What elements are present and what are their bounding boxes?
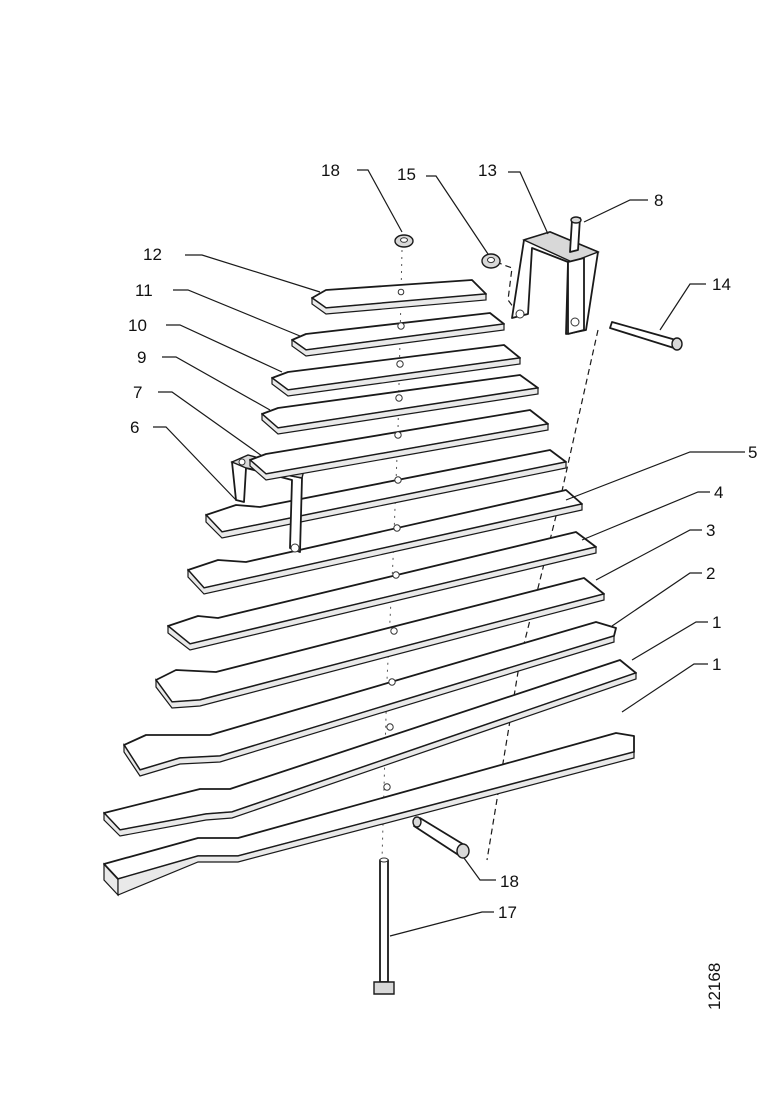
bushing-18 (412, 816, 470, 859)
shackle-nut-assembly-line (495, 261, 521, 317)
shackle-bolt-8 (569, 216, 582, 253)
leader-lines (153, 169, 745, 937)
callout-9: 9 (137, 348, 146, 367)
leaf-4 (167, 531, 597, 651)
leaf-7 (249, 409, 549, 484)
callout-4: 4 (714, 483, 723, 502)
center-bolt-17 (373, 857, 395, 995)
center-nut-18 (394, 234, 414, 248)
callout-18-top: 18 (321, 161, 340, 180)
leaf-10 (271, 344, 521, 402)
leaf-5 (187, 489, 583, 595)
callout-10: 10 (128, 316, 147, 335)
callout-14: 14 (712, 275, 731, 294)
leaf-1-bottom (103, 732, 635, 897)
leaf-2 (123, 621, 617, 777)
shackle-bolt-14 (609, 321, 683, 351)
callout-1-lower: 1 (712, 655, 721, 674)
callout-5: 5 (748, 443, 757, 462)
callout-2: 2 (706, 564, 715, 583)
callout-15: 15 (397, 165, 416, 184)
callout-3: 3 (706, 521, 715, 540)
callout-18-bottom: 18 (500, 872, 519, 891)
drawing-number: 12168 (705, 963, 724, 1010)
callout-6: 6 (130, 418, 139, 437)
shackle-nut-15 (481, 253, 501, 269)
shackle-pin-assembly-line (486, 329, 599, 861)
shackle-bracket-13 (511, 231, 600, 335)
callout-8: 8 (654, 191, 663, 210)
callout-labels: 18 15 13 8 12 14 11 10 9 7 6 5 4 3 2 1 1… (128, 161, 757, 922)
callout-1-upper: 1 (712, 613, 721, 632)
leaf-3 (155, 577, 605, 709)
callout-7: 7 (133, 383, 142, 402)
callout-11: 11 (135, 281, 153, 300)
callout-12: 12 (143, 245, 162, 264)
callout-17: 17 (498, 903, 517, 922)
leaf-1-upper (103, 659, 637, 837)
callout-13: 13 (478, 161, 497, 180)
leaf-11 (291, 312, 505, 368)
leaf-12 (311, 279, 487, 330)
